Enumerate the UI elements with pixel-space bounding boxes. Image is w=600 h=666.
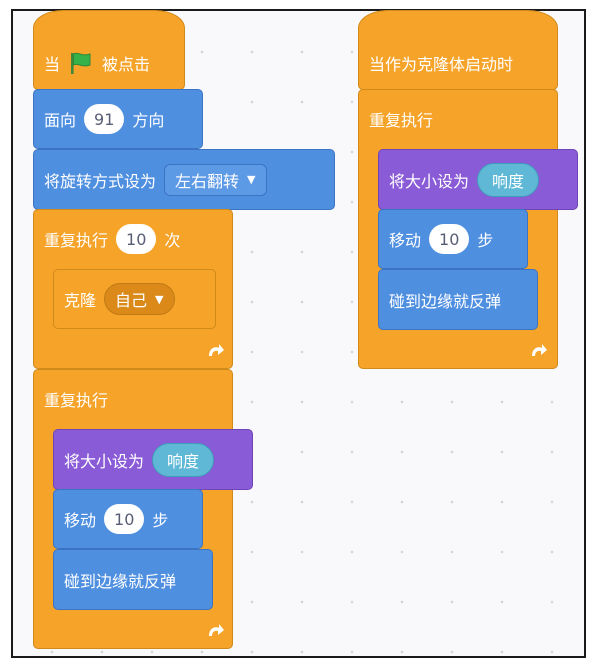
when-label: 当 [44, 55, 61, 74]
steps-input[interactable]: 10 [104, 504, 145, 534]
bounce-on-edge-block[interactable]: 碰到边缘就反弹 [53, 549, 213, 610]
direction-input[interactable]: 91 [84, 104, 125, 134]
rotation-style-value: 左右翻转 [175, 171, 240, 191]
when-clone-label: 当作为克隆体启动时 [369, 55, 514, 74]
clicked-label: 被点击 [102, 55, 151, 74]
point-in-direction-block[interactable]: 面向 91 方向 [33, 89, 203, 149]
move-label: 移动 [64, 511, 97, 530]
rotation-style-dropdown[interactable]: 左右翻转 ▼ [164, 163, 267, 196]
clone-move-label: 移动 [389, 231, 422, 250]
forever-label: 重复执行 [44, 391, 109, 410]
loudness-reporter[interactable]: 响度 [152, 442, 215, 477]
caret-down-icon: ▼ [247, 173, 256, 186]
clone-bounce-label: 碰到边缘就反弹 [389, 291, 502, 311]
repeat-block-header: 重复执行 10 次 [34, 212, 232, 266]
clone-forever-block-header: 重复执行 [359, 92, 557, 146]
caret-down-icon: ▼ [155, 292, 164, 306]
green-flag-icon [68, 51, 94, 75]
clone-steps-label: 步 [477, 231, 494, 250]
repeat-count-input[interactable]: 10 [116, 224, 157, 254]
clone-forever-label: 重复执行 [369, 111, 434, 130]
loop-arrow-icon [204, 619, 226, 641]
when-start-as-clone-block[interactable]: 当作为克隆体启动时 [358, 10, 558, 90]
clone-set-size-label: 将大小设为 [389, 171, 470, 191]
loop-arrow-icon [204, 339, 226, 361]
clone-target-value: 自己 [115, 291, 148, 310]
rotation-style-label: 将旋转方式设为 [44, 171, 157, 191]
clone-set-size-block[interactable]: 将大小设为 响度 [378, 149, 578, 210]
set-size-block[interactable]: 将大小设为 响度 [53, 429, 253, 490]
clone-loudness-reporter[interactable]: 响度 [477, 162, 540, 197]
clone-move-steps-block[interactable]: 移动 10 步 [378, 209, 528, 269]
bounce-label: 碰到边缘就反弹 [64, 571, 177, 591]
steps-label: 步 [152, 511, 169, 530]
clone-label: 克隆 [64, 291, 97, 310]
repeat-label: 重复执行 [44, 231, 109, 250]
times-label: 次 [164, 231, 181, 250]
create-clone-block[interactable]: 克隆 自己 ▼ [53, 269, 216, 329]
loop-arrow-icon [527, 339, 549, 361]
set-rotation-style-block[interactable]: 将旋转方式设为 左右翻转 ▼ [33, 149, 335, 210]
point-label: 面向 [44, 111, 77, 130]
when-flag-clicked-block[interactable]: 当 被点击 [33, 10, 185, 90]
forever-block-header: 重复执行 [34, 372, 232, 426]
move-steps-block[interactable]: 移动 10 步 [53, 489, 203, 549]
clone-target-dropdown[interactable]: 自己 ▼ [104, 283, 175, 315]
clone-bounce-on-edge-block[interactable]: 碰到边缘就反弹 [378, 269, 538, 330]
set-size-label: 将大小设为 [64, 451, 145, 471]
direction-label: 方向 [132, 111, 165, 130]
clone-steps-input[interactable]: 10 [429, 224, 470, 254]
